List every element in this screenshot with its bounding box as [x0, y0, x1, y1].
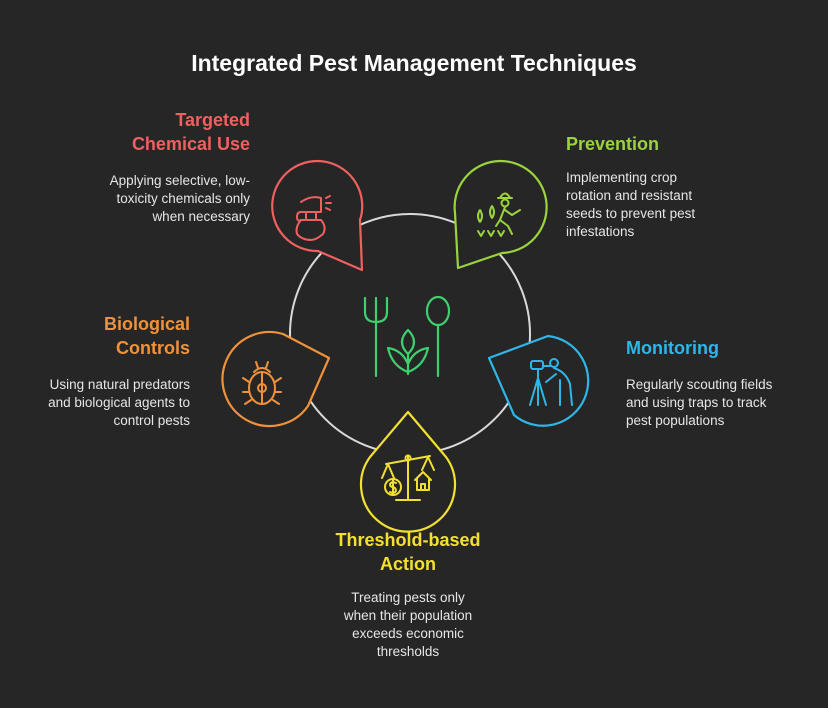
monitoring-heading: Monitoring [626, 338, 719, 358]
monitoring-text: Regularly scouting fields and using trap… [626, 377, 773, 428]
threshold-node [359, 410, 457, 533]
biological-node [221, 330, 331, 428]
farming-tools-sprout-icon [363, 295, 451, 378]
chemical-node [271, 159, 364, 272]
monitoring-node [487, 334, 590, 427]
farmer-planting-icon [477, 192, 521, 237]
diagram-title: Integrated Pest Management Techniques [191, 50, 637, 76]
prevention-node [453, 159, 548, 270]
person-binoculars-icon [529, 358, 573, 406]
biological-text: Using natural predators and biological a… [48, 377, 190, 428]
chemical-heading: Targeted Chemical Use [131, 110, 250, 154]
threshold-text: Treating pests only when their populatio… [343, 590, 473, 659]
balance-scale-icon [381, 454, 435, 501]
spray-bottle-icon [295, 195, 332, 241]
threshold-heading: Threshold-based Action [335, 530, 481, 574]
chemical-text: Applying selective, low- toxicity chemic… [109, 173, 250, 224]
biological-heading: Biological Controls [103, 314, 190, 358]
prevention-heading: Prevention [566, 134, 660, 154]
ladybug-icon [242, 361, 282, 405]
prevention-text: Implementing crop rotation and resistant… [566, 170, 696, 239]
